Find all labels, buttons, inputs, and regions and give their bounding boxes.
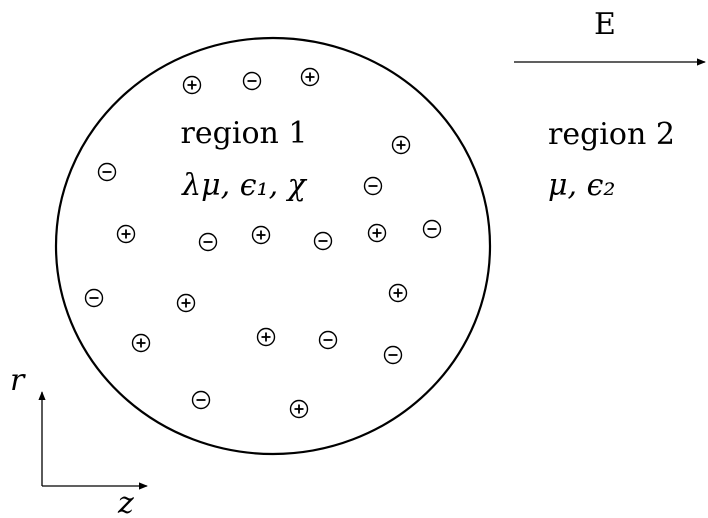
r-axis-label: r	[10, 363, 26, 398]
charges-group	[84, 67, 442, 419]
positive-charge-icon	[391, 135, 411, 155]
positive-charge-icon	[176, 293, 196, 313]
negative-charge-icon	[383, 345, 403, 365]
positive-charge-icon	[116, 224, 136, 244]
negative-charge-icon	[198, 232, 218, 252]
region-1-boundary	[54, 36, 492, 456]
region-1-title: region 1	[181, 116, 308, 151]
field-label: E	[594, 7, 616, 42]
negative-charge-icon	[422, 219, 442, 239]
negative-charge-icon	[313, 231, 333, 251]
z-axis-label: z	[117, 486, 134, 518]
positive-charge-icon	[131, 333, 151, 353]
negative-charge-icon	[84, 288, 104, 308]
positive-charge-icon	[289, 399, 309, 419]
positive-charge-icon	[182, 75, 202, 95]
negative-charge-icon	[318, 330, 338, 350]
positive-charge-icon	[256, 327, 276, 347]
region-1-params: λμ, ϵ₁, χ	[181, 168, 307, 203]
region-2-title: region 2	[548, 117, 675, 152]
positive-charge-icon	[300, 67, 320, 87]
negative-charge-icon	[191, 390, 211, 410]
negative-charge-icon	[97, 162, 117, 182]
negative-charge-icon	[242, 71, 262, 91]
negative-charge-icon	[363, 176, 383, 196]
positive-charge-icon	[251, 225, 271, 245]
positive-charge-icon	[367, 223, 387, 243]
positive-charge-icon	[388, 283, 408, 303]
region-2-params: μ, ϵ₂	[548, 168, 615, 203]
